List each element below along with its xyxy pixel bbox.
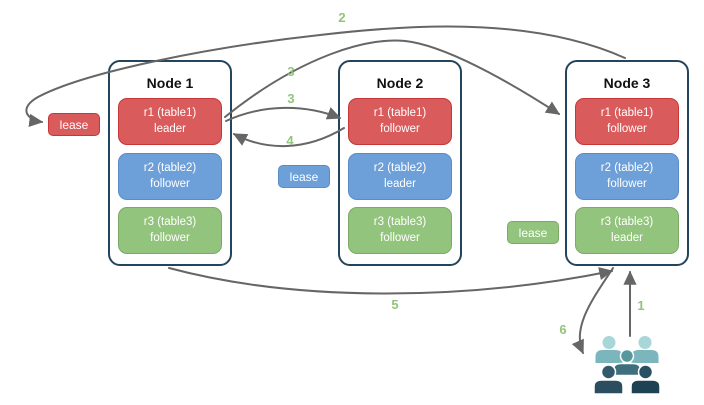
node-2-replica-r3-follower: r3 (table3) follower bbox=[348, 207, 452, 254]
replica-name: r1 (table1) bbox=[373, 107, 427, 120]
node-3-title: Node 3 bbox=[603, 75, 651, 91]
replica-role: follower bbox=[380, 122, 420, 135]
node-1-replica-r3-follower: r3 (table3) follower bbox=[118, 207, 222, 254]
replica-role: follower bbox=[150, 177, 190, 190]
replica-role: follower bbox=[607, 122, 647, 135]
replica-name: r3 (table3) bbox=[600, 216, 654, 229]
replica-role: leader bbox=[611, 231, 643, 244]
replica-name: r1 (table1) bbox=[143, 107, 197, 120]
step-label-1: 1 bbox=[637, 298, 644, 313]
lease-label-red: lease bbox=[48, 113, 100, 136]
user-back-right-body bbox=[631, 350, 659, 363]
node-1-replica-r1-leader: r1 (table1) leader bbox=[118, 98, 222, 145]
replica-role: leader bbox=[154, 122, 186, 135]
lease-label-green: lease bbox=[507, 221, 559, 244]
node-2-replica-r2-leader: r2 (table2) leader bbox=[348, 153, 452, 200]
step-label-4: 4 bbox=[286, 133, 294, 148]
node-3-replica-r1-follower: r1 (table1) follower bbox=[575, 98, 679, 145]
node-1-title: Node 1 bbox=[146, 75, 194, 91]
replica-name: r1 (table1) bbox=[600, 107, 654, 120]
arrow-step-4 bbox=[232, 127, 345, 148]
arrow-step-3-to-node2 bbox=[225, 106, 342, 122]
replica-role: follower bbox=[607, 177, 647, 190]
replica-name: r2 (table2) bbox=[373, 162, 427, 175]
step-label-5: 5 bbox=[391, 297, 398, 312]
users-icon bbox=[593, 336, 661, 395]
node-2: Node 2 r1 (table1) follower r2 (table2) … bbox=[338, 60, 462, 266]
user-back-right-head bbox=[638, 336, 652, 349]
step-label-3b: 3 bbox=[287, 91, 294, 106]
node-1: Node 1 r1 (table1) leader r2 (table2) fo… bbox=[108, 60, 232, 266]
node-2-title: Node 2 bbox=[376, 75, 424, 91]
user-middle-head bbox=[619, 348, 635, 364]
arrow-step-6 bbox=[571, 267, 614, 355]
user-front-left-body bbox=[593, 379, 624, 395]
user-back-left-body bbox=[595, 350, 623, 363]
user-middle-body bbox=[612, 362, 642, 377]
replica-name: r3 (table3) bbox=[143, 216, 197, 229]
step-label-6: 6 bbox=[559, 322, 566, 337]
node-3-replica-r3-leader: r3 (table3) leader bbox=[575, 207, 679, 254]
user-front-right-body bbox=[630, 379, 661, 395]
user-front-left-head bbox=[600, 364, 617, 380]
replica-name: r2 (table2) bbox=[143, 162, 197, 175]
node-2-replica-r1-follower: r1 (table1) follower bbox=[348, 98, 452, 145]
lease-label-blue: lease bbox=[278, 165, 330, 188]
replica-name: r3 (table3) bbox=[373, 216, 427, 229]
node-3: Node 3 r1 (table1) follower r2 (table2) … bbox=[565, 60, 689, 266]
replica-role: leader bbox=[384, 177, 416, 190]
node-1-replica-r2-follower: r2 (table2) follower bbox=[118, 153, 222, 200]
replica-role: follower bbox=[150, 231, 190, 244]
replica-name: r2 (table2) bbox=[600, 162, 654, 175]
step-label-3a: 3 bbox=[287, 64, 294, 79]
arrow-step-5 bbox=[168, 267, 614, 295]
replica-role: follower bbox=[380, 231, 420, 244]
user-front-right-head bbox=[637, 364, 654, 380]
user-back-left-head bbox=[602, 336, 616, 349]
step-label-2: 2 bbox=[338, 10, 345, 25]
node-3-replica-r2-follower: r2 (table2) follower bbox=[575, 153, 679, 200]
